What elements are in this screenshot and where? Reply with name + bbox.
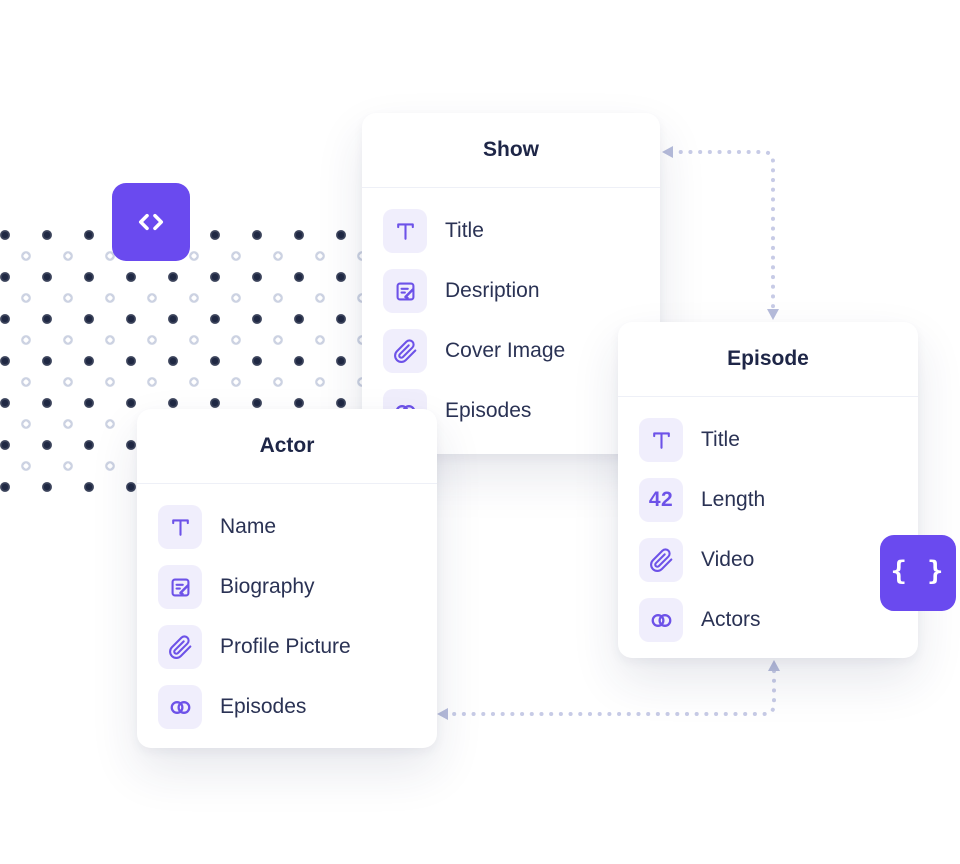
field-row: Title	[639, 418, 900, 462]
field-row: Video	[639, 538, 900, 582]
code-icon	[138, 213, 164, 231]
text-icon	[639, 418, 683, 462]
arrow-left-into-actor	[437, 708, 448, 720]
braces-icon: { }	[890, 555, 946, 587]
field-label: Name	[220, 515, 277, 538]
field-row: Title	[383, 209, 642, 253]
field-row: Desription	[383, 269, 642, 313]
richtext-icon	[158, 565, 202, 609]
field-label: Profile Picture	[220, 635, 351, 658]
card-title: Show	[362, 113, 660, 188]
text-icon	[158, 505, 202, 549]
field-label: Episodes	[220, 695, 307, 718]
attachment-icon	[639, 538, 683, 582]
number-icon-text: 42	[648, 488, 674, 511]
number-icon: 42	[639, 478, 683, 522]
card-title: Episode	[618, 322, 918, 397]
field-label: Length	[701, 488, 766, 511]
field-label: Title	[445, 219, 484, 242]
field-label: Episodes	[445, 399, 532, 422]
field-row: Episodes	[158, 685, 419, 729]
attachment-icon	[158, 625, 202, 669]
field-label: Title	[701, 428, 740, 451]
field-label: Actors	[701, 608, 761, 631]
field-label: Cover Image	[445, 339, 566, 362]
arrow-up-into-episode	[768, 660, 780, 671]
field-row: 42 Length	[639, 478, 900, 522]
field-row: Biography	[158, 565, 419, 609]
code-badge	[112, 183, 190, 261]
field-label: Video	[701, 548, 755, 571]
richtext-icon	[383, 269, 427, 313]
arrow-down-into-episode	[767, 309, 779, 320]
connector-show-episode	[662, 146, 779, 320]
field-row: Actors	[639, 598, 900, 642]
field-label: Desription	[445, 279, 540, 302]
connector-episode-actor	[437, 660, 780, 720]
relation-icon	[158, 685, 202, 729]
attachment-icon	[383, 329, 427, 373]
braces-badge: { }	[880, 535, 956, 611]
arrow-left-into-show	[662, 146, 673, 158]
card-title: Actor	[137, 409, 437, 484]
field-row: Name	[158, 505, 419, 549]
field-label: Biography	[220, 575, 315, 598]
relation-icon	[639, 598, 683, 642]
text-icon	[383, 209, 427, 253]
field-row: Profile Picture	[158, 625, 419, 669]
field-row: Cover Image	[383, 329, 642, 373]
